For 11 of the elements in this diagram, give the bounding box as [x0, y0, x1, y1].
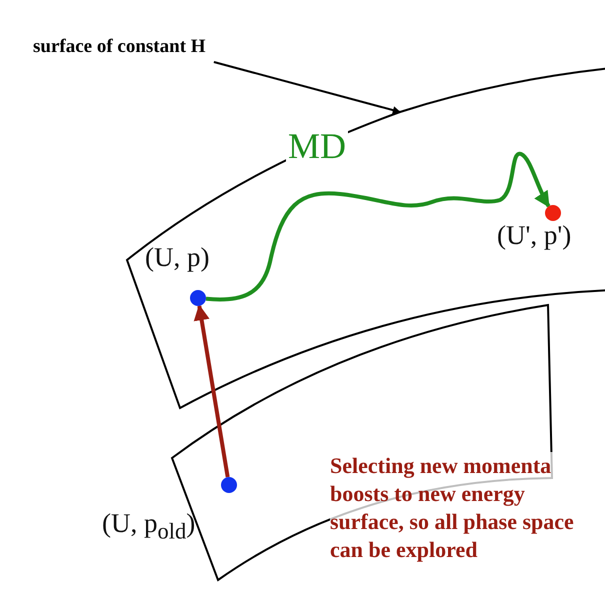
annotation-text: surface of constant H	[33, 36, 298, 62]
point-marker	[545, 205, 561, 221]
point-label: (U, p$_{old}$)	[102, 508, 196, 544]
leader-line	[214, 61, 401, 114]
edge-label: MD	[286, 128, 348, 164]
arrow	[194, 304, 230, 478]
point-label: (U, p)	[145, 242, 210, 273]
point-marker	[190, 290, 206, 306]
arrow	[206, 152, 550, 302]
point-label: (U', p')	[497, 220, 572, 251]
point-marker	[221, 477, 237, 493]
